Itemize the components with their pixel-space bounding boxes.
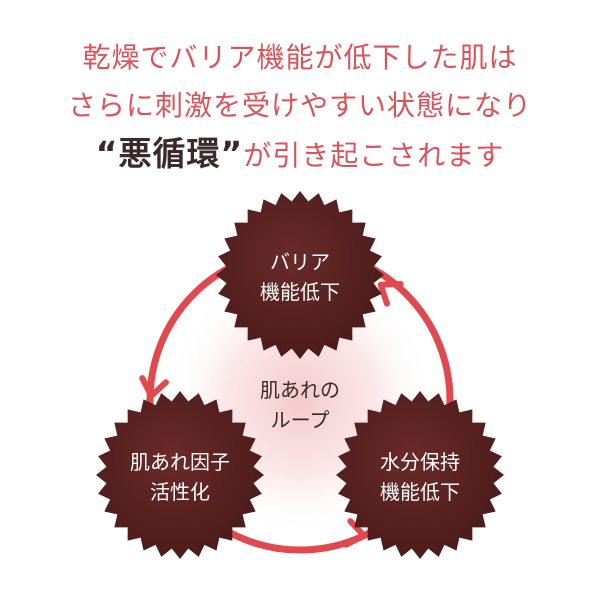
heading-line-1: 乾燥でバリア機能が低下した肌は bbox=[82, 41, 518, 74]
arrow-right-to-top bbox=[377, 281, 404, 307]
node-left-label-1: 肌あれ因子 bbox=[130, 450, 230, 474]
node-right-label-1: 水分保持 bbox=[380, 450, 460, 474]
heading-line-3: “悪循環”が引き起こされます bbox=[0, 130, 600, 180]
node-right-label-2: 機能低下 bbox=[380, 480, 460, 504]
node-left-burst bbox=[96, 391, 264, 559]
node-right-burst bbox=[336, 391, 504, 559]
heading-line-3-rest: が引き起こされます bbox=[243, 139, 505, 172]
arrow-top-to-left bbox=[139, 375, 169, 399]
node-top-burst bbox=[216, 191, 384, 359]
center-label-line-2: ループ bbox=[271, 408, 330, 432]
node-top-label-1: バリア bbox=[270, 250, 330, 274]
heading-emphasis: “悪循環” bbox=[95, 134, 244, 173]
center-label-line-1: 肌あれの bbox=[260, 378, 340, 402]
heading-line-2: さらに刺激を受けやすい状態になり bbox=[67, 89, 532, 122]
node-top-label-2: 機能低下 bbox=[260, 280, 340, 304]
heading: 乾燥でバリア機能が低下した肌は さらに刺激を受けやすい状態になり “悪循環”が引… bbox=[0, 34, 600, 180]
node-left-label-2: 活性化 bbox=[150, 480, 210, 504]
